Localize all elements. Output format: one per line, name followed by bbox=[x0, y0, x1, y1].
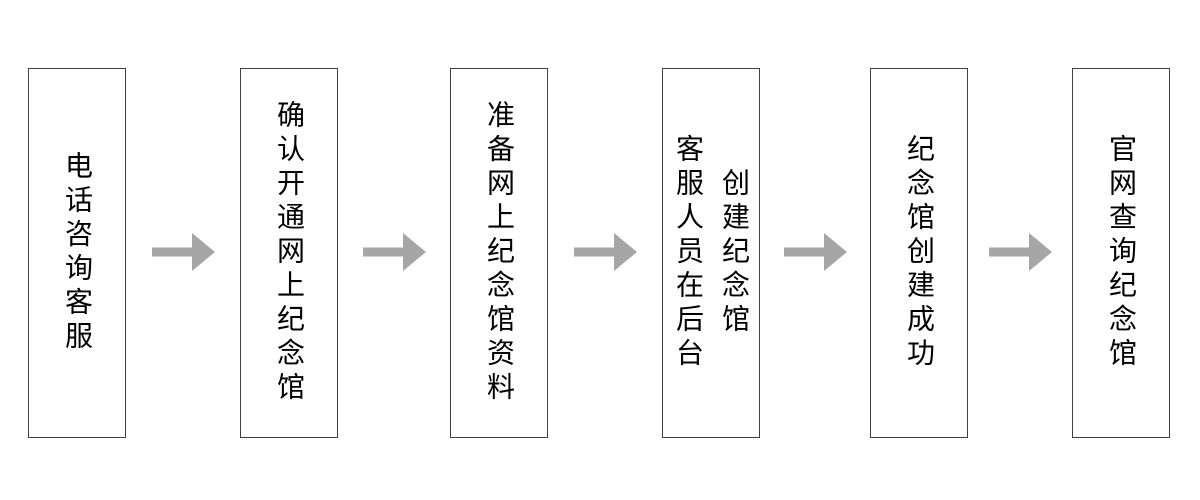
flow-step-3-label: 准备网上纪念馆资料 bbox=[484, 100, 515, 406]
flow-step-3: 准备网上纪念馆资料 bbox=[450, 68, 548, 438]
flow-step-6: 官网查询纪念馆 bbox=[1072, 68, 1170, 438]
flow-arrow-icon bbox=[574, 233, 637, 271]
flow-step-5: 纪念馆创建成功 bbox=[870, 68, 968, 438]
flow-step-4-label-line-1: 客服人员在后台 bbox=[673, 134, 704, 372]
flow-step-4-label-line-2: 创建纪念馆 bbox=[719, 168, 750, 338]
flow-arrow-icon bbox=[363, 233, 426, 271]
flow-step-1-label: 电话咨询客服 bbox=[62, 151, 93, 355]
flow-step-2: 确认开通网上纪念馆 bbox=[240, 68, 338, 438]
flow-arrow-icon bbox=[784, 233, 847, 271]
flow-step-5-label: 纪念馆创建成功 bbox=[904, 134, 935, 372]
flow-arrow-icon bbox=[989, 233, 1052, 271]
flow-arrow-icon bbox=[152, 233, 215, 271]
flow-step-2-label: 确认开通网上纪念馆 bbox=[274, 100, 305, 406]
flow-step-1: 电话咨询客服 bbox=[28, 68, 126, 438]
flow-step-6-label: 官网查询纪念馆 bbox=[1106, 134, 1137, 372]
flow-step-4: 客服人员在后台 创建纪念馆 bbox=[662, 68, 760, 438]
